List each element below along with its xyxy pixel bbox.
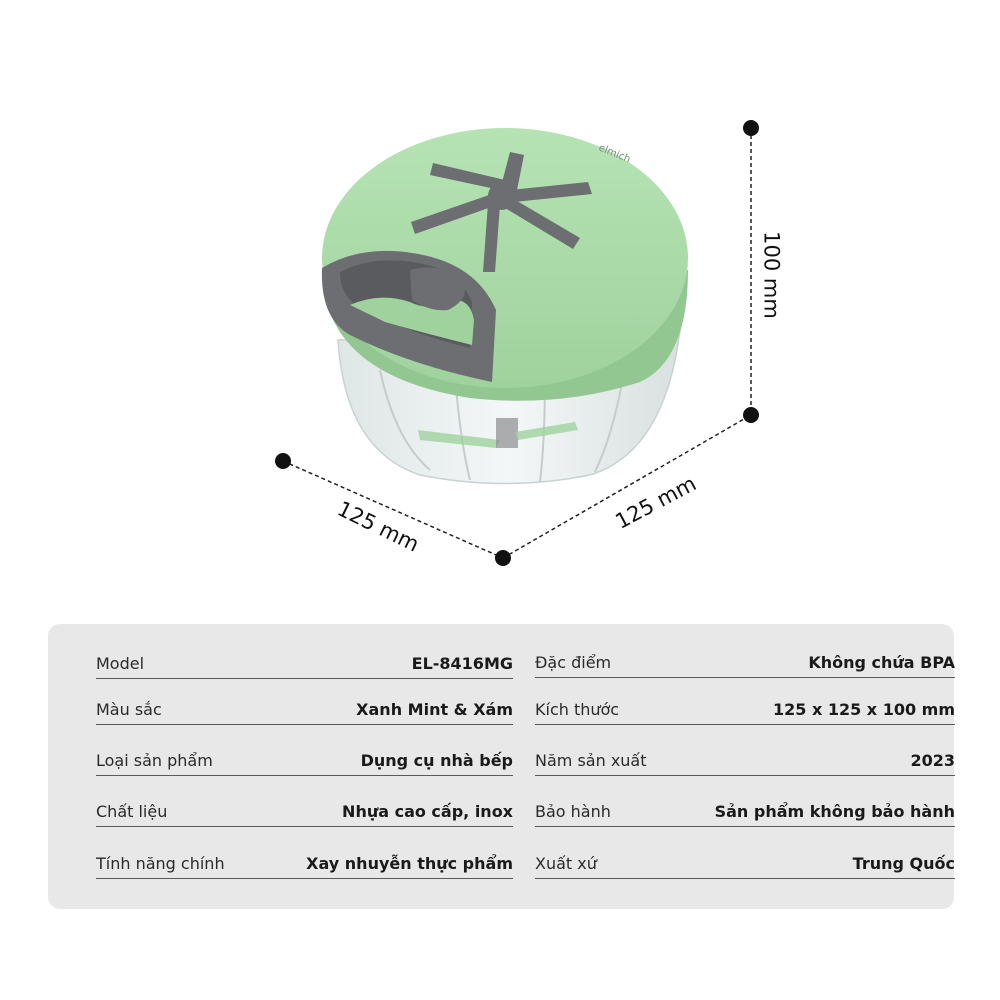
spec-label: Năm sản xuất (535, 751, 647, 770)
spec-row: Màu sắc Xanh Mint & Xám (96, 694, 513, 725)
spec-value: Xay nhuyễn thực phẩm (306, 854, 513, 873)
product-illustration-area: elmich 100 mm 125 mm 125 mm (275, 120, 784, 566)
dim-point-right (743, 407, 759, 423)
star-handle (411, 152, 592, 272)
dim-point-bottom (495, 550, 511, 566)
spec-value: EL-8416MG (411, 654, 513, 673)
dimension-lines (275, 120, 759, 566)
spec-label: Kích thước (535, 700, 620, 719)
height-dimension-label: 100 mm (759, 231, 784, 319)
spec-value: Không chứa BPA (808, 653, 955, 672)
pull-handle (321, 250, 496, 382)
dim-point-top (743, 120, 759, 136)
spec-label: Bảo hành (535, 802, 611, 821)
spec-value: Xanh Mint & Xám (356, 700, 513, 719)
spec-value: Nhựa cao cấp, inox (342, 802, 513, 821)
spec-row: Model EL-8416MG (96, 648, 513, 679)
spec-column-left: Model EL-8416MG Màu sắc Xanh Mint & Xám … (96, 624, 513, 909)
spec-row: Tính năng chính Xay nhuyễn thực phẩm (96, 848, 513, 879)
spec-value: 125 x 125 x 100 mm (772, 700, 955, 719)
depth-dim-line (282, 460, 504, 559)
width-dim-line (502, 414, 752, 559)
spec-row: Bảo hành Sản phẩm không bảo hành (535, 796, 955, 827)
spec-value: Sản phẩm không bảo hành (714, 802, 955, 821)
spec-value: Dụng cụ nhà bếp (360, 751, 513, 770)
spec-value: Trung Quốc (852, 854, 955, 873)
spec-row: Kích thước 125 x 125 x 100 mm (535, 694, 955, 725)
spec-table: Model EL-8416MG Màu sắc Xanh Mint & Xám … (48, 624, 955, 909)
spec-row: Xuất xứ Trung Quốc (535, 848, 955, 879)
spec-value: 2023 (910, 751, 955, 770)
spec-label: Loại sản phẩm (96, 751, 213, 770)
spec-label: Màu sắc (96, 700, 162, 719)
spec-row: Chất liệu Nhựa cao cấp, inox (96, 796, 513, 827)
spec-label: Model (96, 654, 145, 673)
spec-row: Đặc điểm Không chứa BPA (535, 647, 955, 678)
spec-label: Tính năng chính (96, 854, 225, 873)
spec-label: Chất liệu (96, 802, 168, 821)
dim-point-left (275, 453, 291, 469)
spec-row: Loại sản phẩm Dụng cụ nhà bếp (96, 745, 513, 776)
product-svg: elmich (275, 120, 759, 566)
spec-column-right: Đặc điểm Không chứa BPA Kích thước 125 x… (535, 624, 955, 909)
spec-label: Đặc điểm (535, 653, 612, 672)
spec-row: Năm sản xuất 2023 (535, 745, 955, 776)
spec-label: Xuất xứ (535, 854, 597, 873)
